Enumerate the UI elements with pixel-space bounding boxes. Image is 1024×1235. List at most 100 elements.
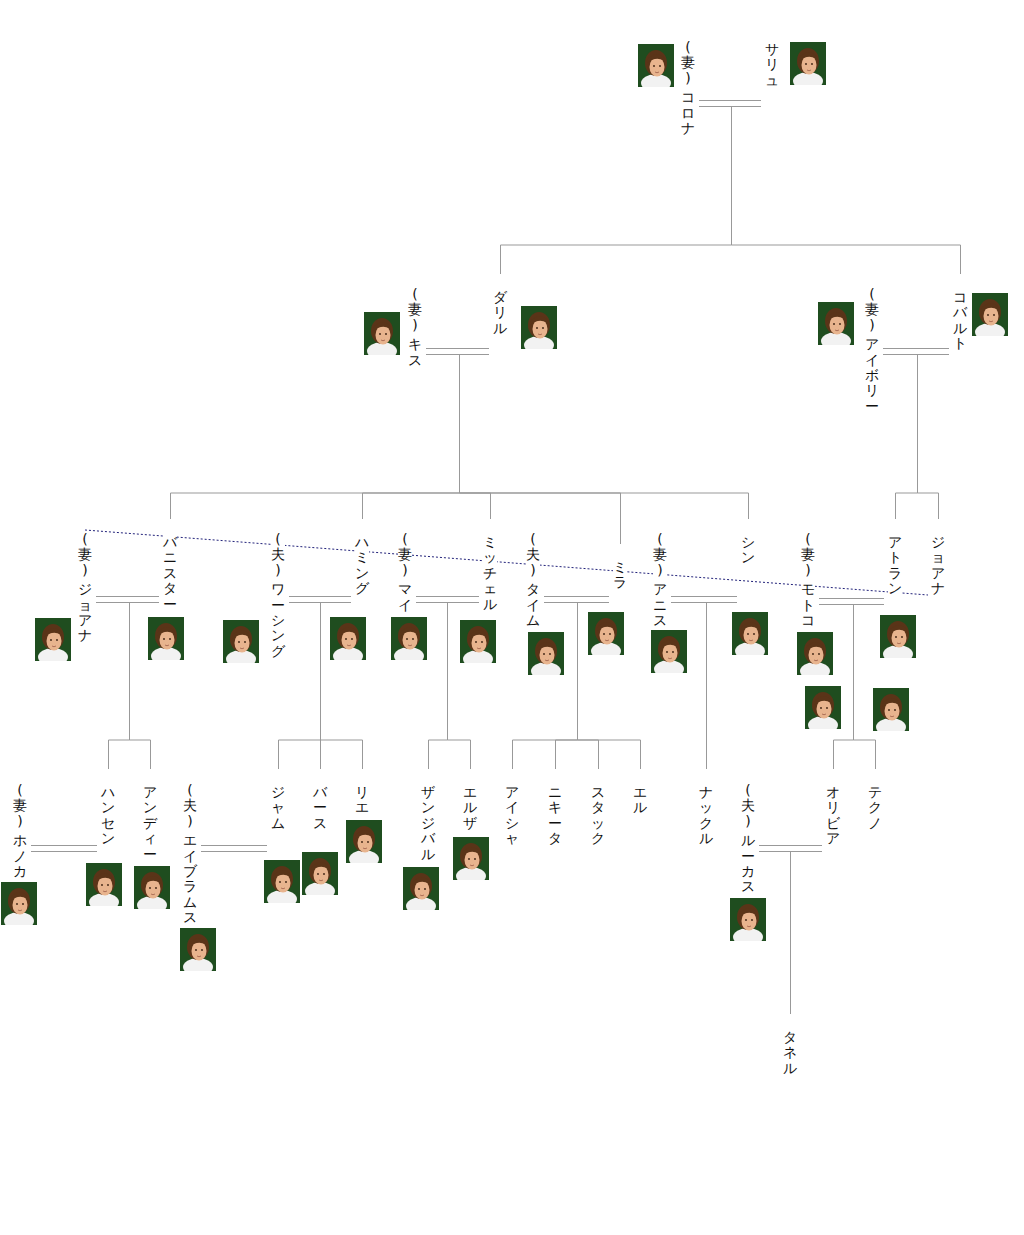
person-entry: バース [313, 785, 327, 831]
portrait-icon [638, 44, 674, 92]
portrait-icon [35, 618, 71, 666]
person-entry: エルザ [463, 785, 477, 831]
spouse-mark: (妻) [653, 532, 667, 578]
person-entry: コバルト [953, 290, 967, 352]
portrait-icon [264, 860, 300, 908]
person-entry: ジャム [271, 785, 285, 831]
person-entry: ダリル [493, 290, 507, 336]
spouse-mark: (妻) [398, 532, 412, 578]
portrait-icon [364, 312, 400, 360]
person-name: タネル [783, 1030, 797, 1076]
descent-line [854, 604, 876, 769]
person-name: アトラン [888, 535, 902, 597]
person-entry: サリュ [765, 42, 779, 88]
person-entry: エル [633, 785, 647, 816]
person-entry: アイシャ [505, 785, 519, 847]
person-name: アイボリー [865, 337, 879, 414]
portrait-icon [651, 630, 687, 678]
person-name: コバルト [953, 290, 967, 352]
descent-line [513, 602, 578, 769]
person-name: ナックル [699, 785, 713, 847]
marriage-line [671, 597, 737, 603]
portrait-icon [391, 617, 427, 665]
person-name: コロナ [681, 90, 695, 136]
person-name: バース [313, 785, 327, 831]
person-name: マイ [398, 582, 412, 613]
person-name: ジョアナ [78, 582, 92, 644]
person-entry: (妻)モトコ [801, 532, 815, 628]
person-entry: (夫) ワーシング [271, 532, 285, 659]
descent-line [429, 602, 448, 769]
descent-line [896, 354, 918, 519]
portrait-icon [588, 612, 624, 660]
person-name: スタック [591, 785, 605, 847]
marriage-line [289, 597, 351, 603]
person-name: シン [741, 535, 755, 566]
person-entry: ニキータ [548, 785, 562, 847]
descent-line [790, 851, 791, 1014]
person-name: ホノカ [13, 833, 27, 879]
portrait-group [1, 42, 1008, 976]
person-entry: (妻)ジョアナ [78, 532, 92, 644]
marriage-line [201, 846, 267, 852]
descent-line [460, 354, 491, 519]
person-entry: タネル [783, 1030, 797, 1076]
person-entry: ハンセン [101, 785, 115, 847]
marriage-line [819, 599, 884, 605]
descent-line [460, 354, 621, 544]
marriage-line [544, 597, 609, 603]
person-entry: ザンジバル [421, 785, 435, 862]
descent-line [706, 602, 707, 769]
person-entry: オリビア [826, 785, 840, 847]
person-entry: ミッチェル [483, 535, 497, 612]
person-name: テクノ [868, 785, 882, 831]
person-entry: シン [741, 535, 755, 566]
person-entry: (夫)ルーカス [741, 783, 755, 895]
person-entry: (妻)アニス [653, 532, 667, 628]
spouse-mark: (夫) [271, 532, 285, 578]
portrait-icon [134, 866, 170, 914]
person-name: サリュ [765, 42, 779, 88]
descent-line [363, 354, 460, 519]
person-name: キス [408, 337, 422, 368]
person-name: ハミング [355, 535, 369, 597]
person-name: ダリル [493, 290, 507, 336]
person-entry: アトラン [888, 535, 902, 597]
descent-line [448, 602, 471, 769]
descent-line [578, 602, 599, 769]
person-entry: (妻) アイボリー [865, 287, 879, 414]
person-name: ニキータ [548, 785, 562, 847]
portrait-icon [528, 632, 564, 680]
person-name: アンディー [143, 785, 157, 862]
person-name: ジャム [271, 785, 285, 831]
descent-line [460, 354, 749, 519]
person-name: モトコ [801, 582, 815, 628]
portrait-icon [346, 820, 382, 868]
portrait-icon [880, 615, 916, 663]
descent-line [918, 354, 939, 519]
spouse-mark: (妻) [865, 287, 879, 333]
person-entry: (妻) マイ [398, 532, 412, 613]
portrait-icon [460, 620, 496, 668]
portrait-icon [818, 302, 854, 350]
person-name: アイシャ [505, 785, 519, 847]
person-entry: スタック [591, 785, 605, 847]
descent-line [130, 602, 151, 769]
portrait-icon [403, 867, 439, 915]
person-name: ワーシング [271, 582, 285, 659]
marriage-line [883, 349, 949, 355]
marriage-line [426, 349, 489, 355]
person-name: エルザ [463, 785, 477, 831]
descent-line [171, 354, 460, 519]
spouse-mark: (妻) [13, 783, 27, 829]
marriage-line [416, 597, 479, 603]
descent-line [834, 604, 854, 769]
spouse-mark: (妻) [681, 40, 695, 86]
descent-line [556, 602, 578, 769]
marriage-line [31, 846, 97, 852]
person-name: ハンセン [101, 785, 115, 847]
person-name: エイブラムス [183, 833, 197, 925]
